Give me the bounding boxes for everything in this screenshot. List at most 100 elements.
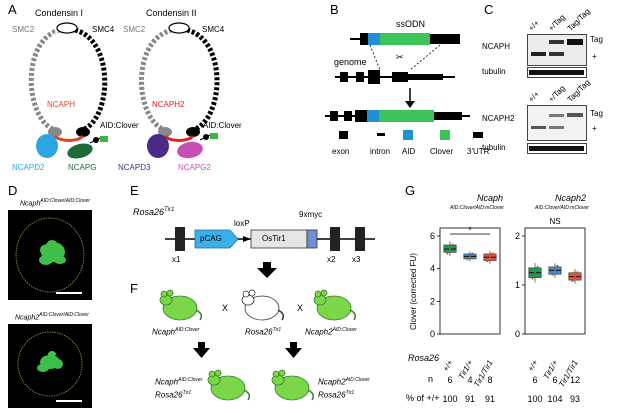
offspring-1-label: NcaphAID:Clover Rosa26Tir1 (155, 375, 202, 400)
legend-clover-glyph (440, 130, 450, 140)
plot-frame-left (439, 227, 501, 335)
point-right-0-0 (531, 277, 534, 280)
lane-label-het: +/Tag (546, 12, 567, 33)
n-value-left-2: 8 (487, 375, 492, 385)
genome-label: genome (334, 57, 367, 67)
point-right-2-2 (576, 271, 579, 274)
point-right-2-1 (574, 275, 576, 278)
point-left-2-2 (491, 252, 494, 255)
scale-bar-1 (56, 292, 82, 294)
offspring2-gene1: Ncaph2 (318, 377, 346, 387)
ostir1-label: OsTir1 (262, 234, 286, 243)
panel-label-b: B (330, 2, 339, 17)
point-right-1-1 (554, 269, 556, 272)
legend-intron-glyph (377, 133, 385, 136)
g-right-title: Ncaph2 (555, 193, 587, 203)
offspring2-gene2: Rosa26 (318, 390, 346, 400)
point-left-2-0 (486, 260, 489, 263)
offspring1-sup2: Tir1 (182, 389, 192, 396)
micrograph-1-label: NcaphAID:Clover/AID:Clover (20, 199, 90, 208)
ytick-label-left-1: 2 (430, 296, 435, 306)
micrograph-ncaph (8, 210, 92, 300)
point-right-1-0 (551, 273, 554, 276)
offspring1-gene2: Rosa26 (155, 390, 183, 400)
ytick-label-right-2: 2 (515, 231, 520, 241)
mouse-rosa26 (241, 289, 285, 321)
micrograph-1-gene: Ncaph (20, 200, 41, 208)
genotype-label-left-2: Tir1/Tir1 (472, 359, 495, 389)
exon-x2-label: x2 (327, 255, 336, 264)
g-right-subtitle: AID:Clover/AID:mClover (535, 205, 589, 211)
plot-frame-right (524, 227, 586, 335)
pct-value-right-1: 104 (547, 394, 562, 404)
legend-aid-label: AID (402, 147, 416, 156)
g-left-title: Ncaph (477, 193, 504, 203)
micrograph-2-sup: AID:Clover/AID:Clover (39, 312, 89, 318)
panel-label-a: A (8, 2, 17, 17)
genotype-label-right-1: Tir1/+ (542, 358, 560, 381)
smc2-label-i: SMC2 (12, 25, 35, 34)
legend-utr-label: 3'UTR (467, 147, 490, 156)
panel-label-c: C (484, 2, 494, 17)
legend-intron-label: intron (370, 147, 391, 156)
pct-value-right-0: 100 (527, 394, 542, 404)
cross-x-2: X (297, 303, 304, 313)
mouse3-gene: Ncaph2 (305, 327, 333, 337)
lane-label-het-2: +/Tag (546, 83, 567, 104)
condensin-i-complex (28, 22, 108, 159)
condensin-ii-complex (139, 22, 220, 159)
condensin-i-label: Condensin I (35, 8, 84, 18)
sig-star-left: * (468, 225, 472, 235)
box-right-0 (528, 267, 542, 278)
panel-label-g: G (405, 183, 416, 198)
g-row-n: n (428, 374, 434, 384)
panel-label-e: E (130, 183, 139, 198)
point-left-0-0 (446, 252, 449, 255)
g-row-pct: % of +/+ (406, 393, 440, 403)
panel-label-f: F (130, 281, 138, 296)
ncapd2-label: NCAPD2 (12, 163, 45, 172)
genotype-label-right-2: Tir1/Tir1 (557, 359, 580, 389)
pct-value-left-1: 91 (465, 394, 475, 404)
tag-label-2: Tag (590, 109, 603, 118)
legend-clover-label: Clover (430, 147, 454, 156)
mouse-offspring-1 (207, 369, 251, 401)
plus-label-2: + (592, 124, 597, 133)
cross-x-1: X (222, 303, 229, 313)
n-value-right-0: 6 (532, 375, 537, 385)
mouse2-gene: Rosa26 (245, 327, 273, 337)
ncapg2-label: NCAPG2 (178, 163, 211, 172)
box-right-2 (568, 272, 582, 281)
point-right-0-1 (534, 271, 536, 274)
mouse-rosa26-label: Rosa26Tir1 (245, 328, 281, 337)
rosa26-construct-title: Rosa26Tir1 (133, 207, 174, 217)
mouse2-sup: Tir1 (272, 327, 282, 333)
exon-x1-label: x1 (172, 255, 181, 264)
smc4-label-i: SMC4 (92, 25, 115, 34)
smc2-label-ii: SMC2 (123, 25, 146, 34)
rosa26-title-gene: Rosa26 (133, 207, 165, 217)
offspring2-sup2: Tir1 (345, 389, 355, 396)
g-ylabel: Clover (corrected FU) (409, 253, 418, 330)
ncaph-blot-label: NCAPH (482, 42, 511, 51)
ncaph-blot (527, 34, 587, 66)
tubulin-label-2: tubulin (482, 143, 506, 152)
scale-bar-2 (56, 400, 82, 402)
ncaph2-blot (527, 105, 587, 141)
g-left-subtitle: AID:Clover/AID:mClover (450, 205, 504, 211)
mouse3-sup: AID:Clover (332, 327, 357, 333)
genotype-label-left-1: Tir1/+ (457, 358, 475, 381)
point-right-0-2 (536, 265, 539, 268)
loxp-label: loxP (234, 219, 250, 228)
legend-exon-glyph (339, 131, 348, 139)
mouse-offspring-2 (271, 369, 315, 401)
offspring1-sup1: AID:Clover (178, 377, 203, 383)
tubulin-blot-2 (527, 143, 587, 154)
point-left-2-1 (489, 256, 491, 259)
mouse1-gene: Ncaph (152, 327, 176, 337)
pcag-label: pCAG (200, 234, 222, 243)
ytick-label-left-2: 4 (430, 264, 435, 274)
mouse-ncaph2-label: Ncaph2AID:Clover (305, 328, 357, 337)
point-left-0-1 (449, 248, 451, 251)
